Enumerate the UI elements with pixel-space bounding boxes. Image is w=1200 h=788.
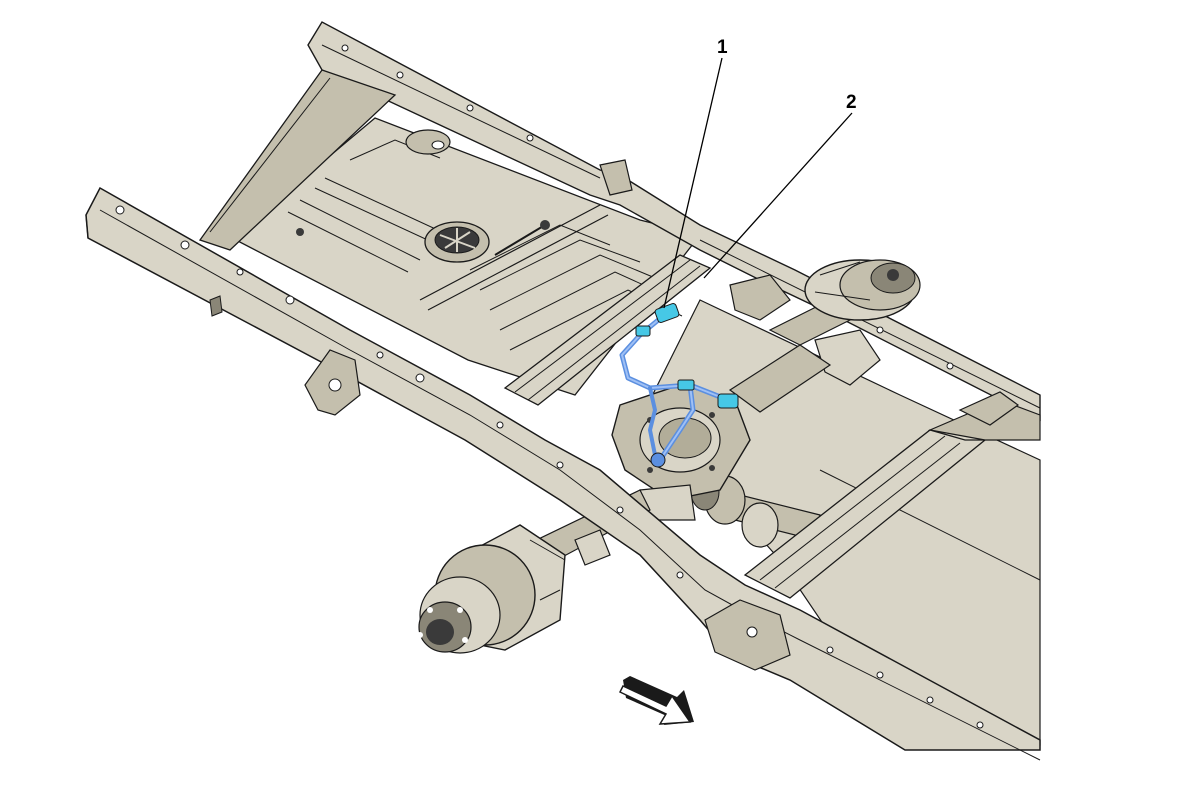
callout-2: 2 xyxy=(846,92,857,113)
driveshaft xyxy=(690,344,832,548)
callout-1: 1 xyxy=(717,37,728,58)
vehicle-frame-icon xyxy=(85,186,1041,761)
rear-axle-icon xyxy=(768,259,921,386)
forward-arrow-icon xyxy=(618,676,694,725)
rail-bracket xyxy=(599,159,1020,426)
crossmember-middle xyxy=(503,254,712,406)
crossmember-rear xyxy=(198,69,397,251)
wiring-harness-icon xyxy=(619,303,739,468)
callout-leaders xyxy=(663,57,853,309)
fuel-tank-icon xyxy=(230,117,702,396)
